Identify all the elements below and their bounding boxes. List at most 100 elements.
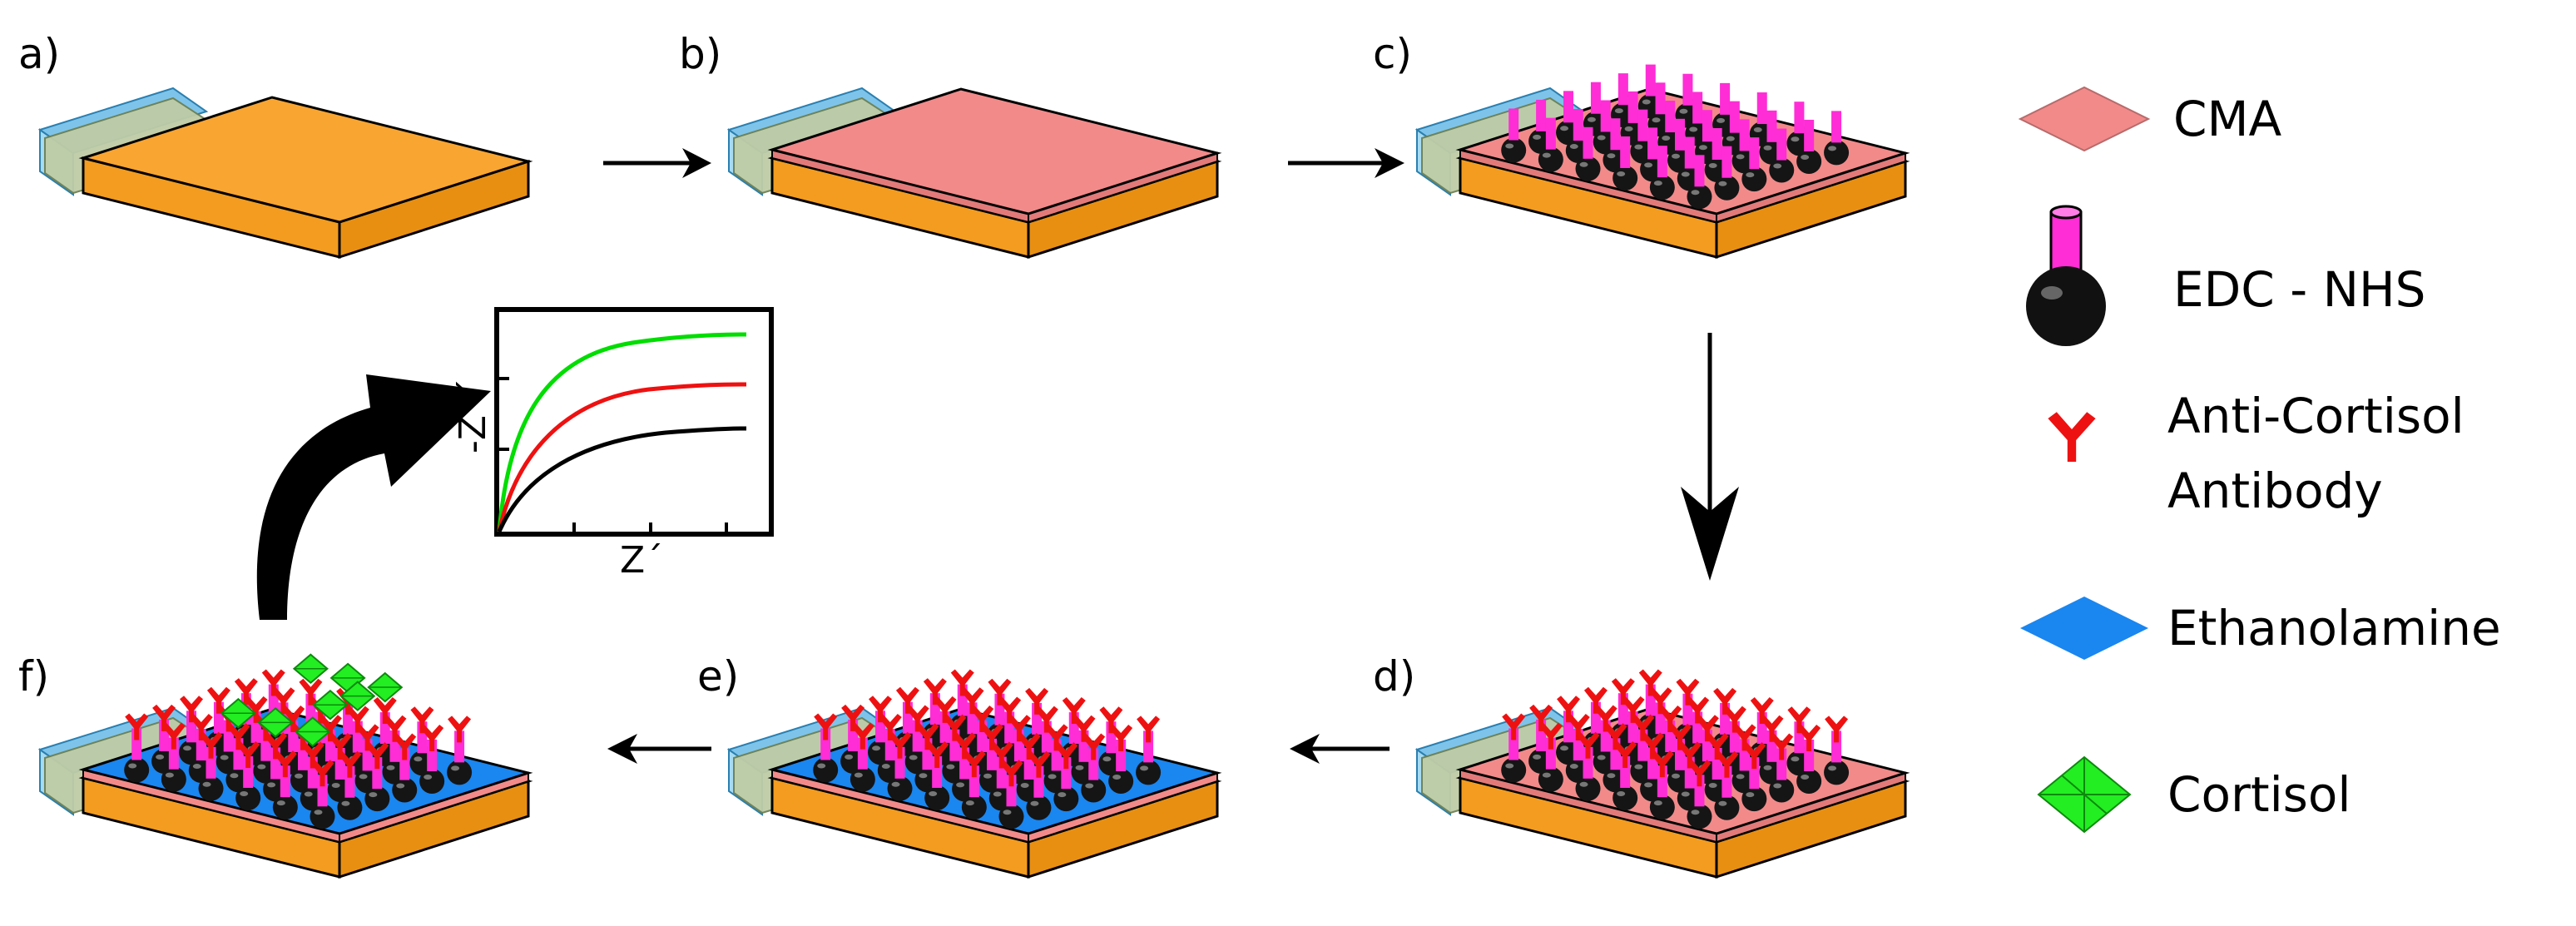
edc-nhs-linker-icon: [1739, 119, 1750, 151]
sphere-highlight: [1140, 765, 1149, 771]
molecule: [1136, 716, 1162, 785]
edc-nhs-linker-icon: [1610, 118, 1621, 151]
legend-label-ethanolamine: Ethanolamine: [2167, 600, 2501, 656]
sphere-highlight: [919, 773, 928, 779]
sphere-highlight: [1773, 163, 1782, 169]
edc-nhs-sphere-icon: [235, 785, 261, 810]
edc-nhs-linker-icon: [1694, 155, 1705, 187]
antibody-icon: [1566, 714, 1590, 741]
edc-nhs-sphere-icon: [1538, 146, 1563, 172]
antibody-icon: [206, 686, 230, 714]
legend-item-cortisol: Cortisol: [2037, 755, 2351, 834]
sphere-highlight: [1560, 126, 1569, 131]
sphere-highlight: [1791, 136, 1800, 142]
antibody-icon: [1034, 706, 1058, 733]
antibody-icon: [328, 732, 352, 760]
edc-nhs-sphere-icon: [1612, 165, 1638, 191]
edc-nhs-sphere-icon: [1769, 777, 1795, 803]
antibody-icon: [1613, 740, 1637, 768]
sphere-highlight: [1662, 136, 1671, 141]
edc-nhs-linker-icon: [1600, 100, 1611, 132]
edc-nhs-sphere-icon: [1649, 795, 1675, 820]
antibody-icon: [1017, 732, 1041, 760]
edc-nhs-sphere-icon: [337, 795, 363, 820]
antibody-icon: [1686, 696, 1710, 724]
panel-label-c: c): [1373, 30, 1412, 78]
edc-nhs-linker-icon: [1675, 118, 1686, 151]
edc-nhs-linker-icon: [1794, 102, 1805, 134]
sphere-highlight: [1634, 144, 1643, 150]
plot-series-green: [497, 332, 747, 532]
molecule: [1538, 722, 1563, 792]
legend-label-cortisol: Cortisol: [2167, 766, 2351, 823]
sphere-highlight: [165, 772, 174, 778]
sphere-highlight: [451, 765, 460, 771]
sphere-highlight: [1614, 108, 1623, 114]
antibody-icon: [1705, 732, 1729, 760]
antibody-icon: [234, 678, 258, 706]
surface-molecules: [813, 669, 1162, 829]
panel-f-cortisol-bound-electrode: [37, 653, 533, 879]
plot-ticks: [499, 377, 728, 532]
sphere-highlight: [1708, 782, 1717, 788]
molecule: [419, 724, 445, 794]
cortisol-icon: [339, 681, 376, 711]
legend: CMA EDC - NHS Anti-Cortisol Antibody Eth…: [2018, 86, 2501, 834]
sphere-highlight: [230, 773, 239, 779]
panel-a-bare-gold-electrode: [37, 87, 533, 260]
panel-label-e: e): [697, 652, 739, 701]
sphere-highlight: [1652, 117, 1661, 123]
edc-nhs-sphere-icon: [1612, 785, 1638, 810]
antibody-icon: [943, 714, 967, 741]
sphere-highlight: [414, 756, 423, 762]
antibody-icon: [999, 760, 1023, 787]
sphere-highlight: [956, 782, 965, 788]
edc-nhs-sphere-icon: [1501, 757, 1527, 783]
edc-nhs-sphere-icon: [1824, 760, 1850, 785]
sphere-highlight: [1681, 171, 1690, 177]
edc-nhs-sphere-icon: [1136, 760, 1162, 785]
sphere-highlight: [1698, 145, 1707, 151]
edc-nhs-linker-icon: [1536, 99, 1547, 131]
legend-item-antibody: Anti-Cortisol Antibody: [2048, 388, 2465, 519]
antibody-icon: [1576, 731, 1600, 759]
edc-nhs-linker-icon: [1692, 92, 1703, 124]
antibody-icon: [1713, 687, 1737, 715]
antibody-icon: [1770, 733, 1794, 760]
antibody-icon: [125, 713, 149, 740]
edc-nhs-sphere-icon: [1741, 166, 1767, 192]
sphere-highlight: [909, 755, 918, 760]
antibody-icon: [988, 678, 1012, 706]
antibody-icon: [2048, 412, 2096, 462]
edc-nhs-sphere-icon: [813, 757, 839, 783]
edc-nhs-sphere-icon: [924, 785, 950, 810]
antibody-icon: [345, 706, 369, 733]
sphere-highlight: [341, 800, 350, 806]
sphere-highlight: [993, 791, 1002, 797]
molecule: [1714, 146, 1740, 201]
antibody-icon: [1695, 715, 1719, 742]
sphere-highlight: [1763, 145, 1772, 151]
antibody-icon: [950, 669, 974, 696]
antibody-icon: [410, 706, 434, 734]
antibody-icon: [264, 732, 288, 760]
antibody-icon: [989, 741, 1013, 769]
edc-nhs-sphere-icon: [198, 775, 224, 801]
sphere-highlight: [369, 792, 378, 798]
molecule: [272, 750, 298, 820]
edc-nhs-linker-icon: [1563, 91, 1574, 123]
arrow-b-to-c: [1288, 148, 1404, 178]
edc-nhs-linker-icon: [1665, 101, 1676, 133]
gold-electrode: [767, 87, 1222, 260]
gold-top-face: [78, 96, 533, 224]
molecule: [1796, 724, 1822, 794]
edc-nhs-sphere-icon: [961, 795, 987, 820]
antibody-icon: [420, 724, 444, 751]
molecule: [961, 750, 987, 820]
sphere-highlight: [1681, 791, 1690, 797]
antibody-icon: [915, 723, 939, 750]
inset-nyquist-plot: Z´ -Z´´: [452, 307, 774, 582]
cortisol-icon: [2037, 755, 2132, 834]
sphere-highlight: [1746, 792, 1755, 798]
sphere-highlight: [1102, 756, 1112, 762]
